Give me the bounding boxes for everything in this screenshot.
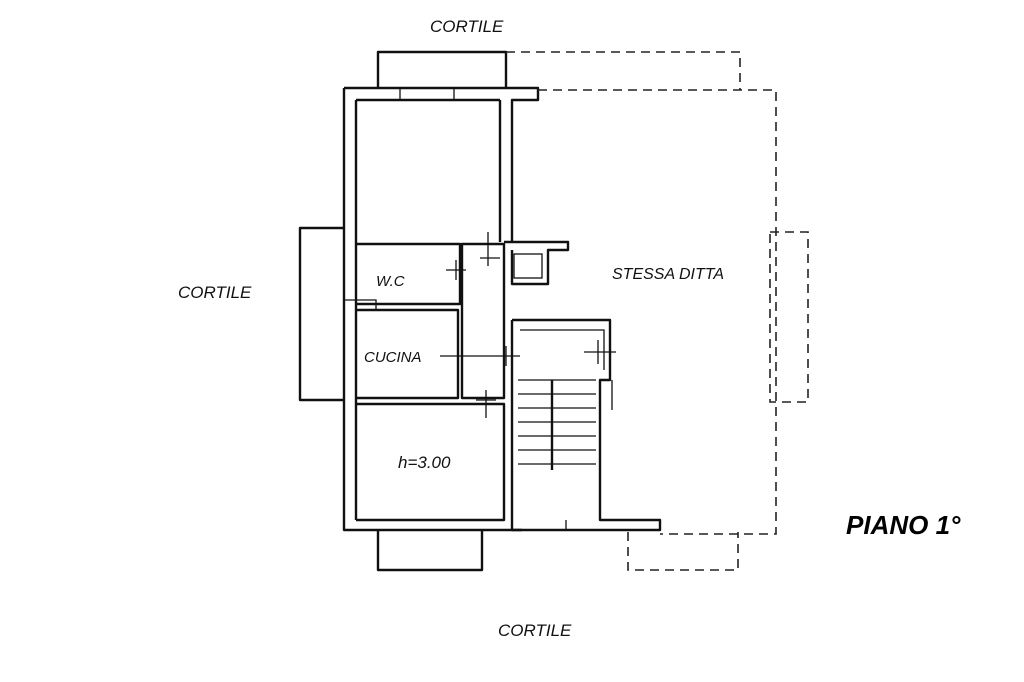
neighbour-unit-outline	[538, 89, 809, 571]
corridor	[440, 232, 520, 418]
wc-label: W.C	[376, 273, 405, 290]
top-balcony	[376, 50, 741, 90]
courtyard-top-label: CORTILE	[430, 17, 504, 36]
room-bedroom	[356, 402, 506, 522]
kitchen-label: CUCINA	[364, 349, 422, 366]
height-label: h=3.00	[398, 453, 451, 472]
stairwell	[510, 318, 662, 532]
duct	[504, 240, 570, 286]
floor-title: PIANO 1°	[846, 510, 961, 540]
courtyard-left-label: CORTILE	[178, 283, 252, 302]
courtyard-bottom-label: CORTILE	[498, 621, 572, 640]
same-owner-label: STESSA DITTA	[612, 266, 724, 283]
left-balcony	[298, 226, 377, 402]
room-kitchen	[356, 308, 460, 400]
bottom-balcony	[376, 530, 484, 572]
room-wc	[356, 242, 462, 306]
